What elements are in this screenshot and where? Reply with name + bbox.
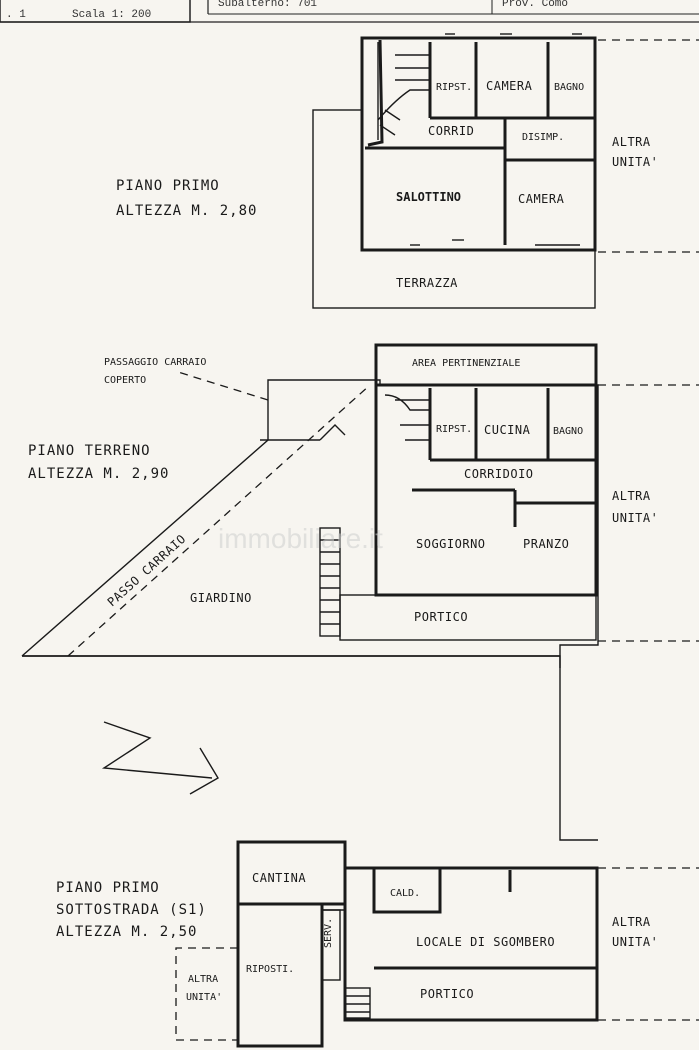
basement-portico: PORTICO [420,987,474,1001]
basement-room-locale-sgombero: LOCALE DI SGOMBERO [416,935,555,949]
basement-other-unit-right-line2: UNITA' [612,935,658,949]
first-floor-room-bagno: BAGNO [554,82,584,93]
ground-floor-area-pertinenziale: AREA PERTINENZIALE [412,358,520,369]
first-floor-room-ripost: RIPST. [436,82,472,93]
first-floor-room-camera-1: CAMERA [486,79,533,93]
ground-floor-passo-carraio: PASSO CARRAIO [105,532,189,610]
basement-other-unit-left-line1: ALTRA [188,974,218,985]
basement-room-cald: CALD. [390,888,420,899]
ground-floor-portico: PORTICO [414,610,468,624]
sheet-number: . 1 [6,9,26,21]
watermark-text: immobiliare.it [218,523,383,554]
first-floor-room-camera-2: CAMERA [518,192,565,206]
title-block: . 1 Scala 1: 200 Subalterno: 701 Prov. C… [0,0,699,23]
ground-floor-room-cucina: CUCINA [484,423,531,437]
ground-floor-title: PIANO TERRENO [28,443,151,459]
basement-room-ripostiglio: RIPOSTI. [246,964,294,975]
basement-room-cantina: CANTINA [252,871,306,885]
ground-floor-other-unit-line2: UNITA' [612,511,658,525]
scale-label: Scala 1: 200 [72,9,151,21]
passage-label-line2: COPERTO [104,375,146,386]
basement-other-unit-left-line2: UNITA' [186,992,222,1003]
first-floor-room-disimp: DISIMP. [522,132,564,143]
passage-label-line1: PASSAGGIO CARRAIO [104,357,206,368]
subalterno-label: Subalterno: 701 [218,0,317,10]
ground-floor-room-bagno: BAGNO [553,426,583,437]
first-floor-room-corrid: CORRID [428,124,474,138]
ground-floor-plan: AREA PERTINENZIALE RIPST. CUCINA BAGNO C… [21,343,699,841]
basement-floor-plan: CANTINA CALD. SERV. LOCALE DI SGOMBERO R… [56,840,699,1048]
first-floor-terrace-label: TERRAZZA [396,276,458,290]
ground-floor-giardino: GIARDINO [190,591,252,605]
first-floor-plan: RIPST. CAMERA BAGNO CORRID DISIMP. SALOT… [116,33,699,309]
ground-floor-height: ALTEZZA M. 2,90 [28,466,169,482]
north-arrow-icon [101,721,219,795]
ground-floor-room-soggiorno: SOGGIORNO [416,537,486,551]
basement-title: PIANO PRIMO [56,880,160,896]
ground-floor-room-pranzo: PRANZO [523,537,569,551]
province-label: Prov. Como [502,0,568,10]
first-floor-other-unit-line2: UNITA' [612,155,658,169]
first-floor-title: PIANO PRIMO [116,178,220,194]
ground-floor-room-corridoio: CORRIDOIO [464,467,534,481]
basement-height: ALTEZZA M. 2,50 [56,924,197,940]
first-floor-height: ALTEZZA M. 2,80 [116,203,257,219]
basement-subtitle: SOTTOSTRADA (S1) [56,902,207,918]
basement-other-unit-right-line1: ALTRA [612,915,651,929]
ground-floor-room-ripost: RIPST. [436,424,472,435]
first-floor-other-unit-line1: ALTRA [612,135,651,149]
basement-room-serv: SERV. [323,918,334,948]
ground-floor-other-unit-line1: ALTRA [612,489,651,503]
first-floor-room-salottino: SALOTTINO [396,190,461,204]
